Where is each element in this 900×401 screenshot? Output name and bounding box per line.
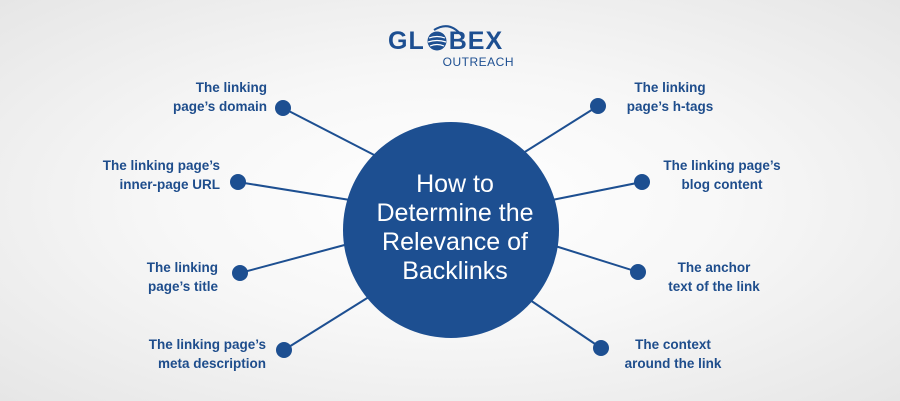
logo-subtitle: OUTREACH — [442, 55, 514, 69]
node-label-line: The linking page’s — [148, 337, 266, 352]
node-dot-anchor-text — [630, 264, 646, 280]
connector-line-inner-page-url — [237, 181, 351, 201]
connector-line-title — [239, 242, 353, 274]
node-label-line: page’s h-tags — [626, 99, 714, 114]
globex-outreach-logo: GL BEX OUTREACH — [388, 25, 514, 72]
node-label-h-tags: The linking page’s h-tags — [570, 78, 770, 116]
center-circle — [343, 122, 559, 338]
connector-line-blog-content — [551, 181, 643, 201]
node-label-line: The linking — [195, 80, 267, 95]
connector-line-h-tags — [519, 105, 599, 156]
node-label-line: inner-page URL — [119, 177, 220, 192]
center-title-line: How to — [416, 170, 494, 198]
logo-wordmark: GL BEX — [388, 26, 503, 56]
node-dot-inner-page-url — [230, 174, 246, 190]
node-dot-domain — [275, 100, 291, 116]
node-dot-blog-content — [634, 174, 650, 190]
node-label-line: page’s title — [147, 279, 218, 294]
connector-line-domain — [282, 107, 381, 159]
center-title-line: Determine the — [376, 199, 534, 227]
connector-line-context — [529, 299, 602, 349]
node-label-line: page’s domain — [172, 99, 267, 114]
node-label-line: The linking — [146, 260, 218, 275]
node-label-anchor-text: The anchor text of the link — [614, 258, 814, 296]
node-dot-context — [593, 340, 609, 356]
node-dot-meta-description — [276, 342, 292, 358]
center-title-line: Relevance of — [382, 228, 528, 256]
node-label-context: The context around the link — [573, 335, 773, 373]
node-label-line: around the link — [624, 356, 722, 371]
node-label-line: text of the link — [668, 279, 760, 294]
node-label-line: blog content — [681, 177, 763, 192]
node-label-line: The linking page’s — [102, 158, 220, 173]
node-label-meta-description: The linking page’s meta description — [66, 335, 266, 373]
node-label-title: The linking page’s title — [18, 258, 218, 296]
logo-wordmark-left: GL — [388, 27, 425, 55]
connector-line-anchor-text — [551, 244, 639, 273]
node-label-inner-page-url: The linking page’s inner-page URL — [20, 156, 220, 194]
center-title-line: Backlinks — [402, 257, 508, 285]
node-label-blog-content: The linking page’s blog content — [622, 156, 822, 194]
connector-line-meta-description — [283, 294, 373, 351]
globe-icon — [427, 31, 447, 51]
node-label-line: The anchor — [677, 260, 751, 275]
node-label-line: The linking page’s — [663, 158, 781, 173]
logo-wordmark-right: BEX — [448, 27, 504, 55]
node-label-line: The context — [635, 337, 711, 352]
center-title: How to Determine the Relevance of Backli… — [350, 170, 560, 286]
node-label-line: The linking — [634, 80, 706, 95]
node-dot-title — [232, 265, 248, 281]
node-label-domain: The linking page’s domain — [67, 78, 267, 116]
node-label-line: meta description — [157, 356, 266, 371]
node-dot-h-tags — [590, 98, 606, 114]
